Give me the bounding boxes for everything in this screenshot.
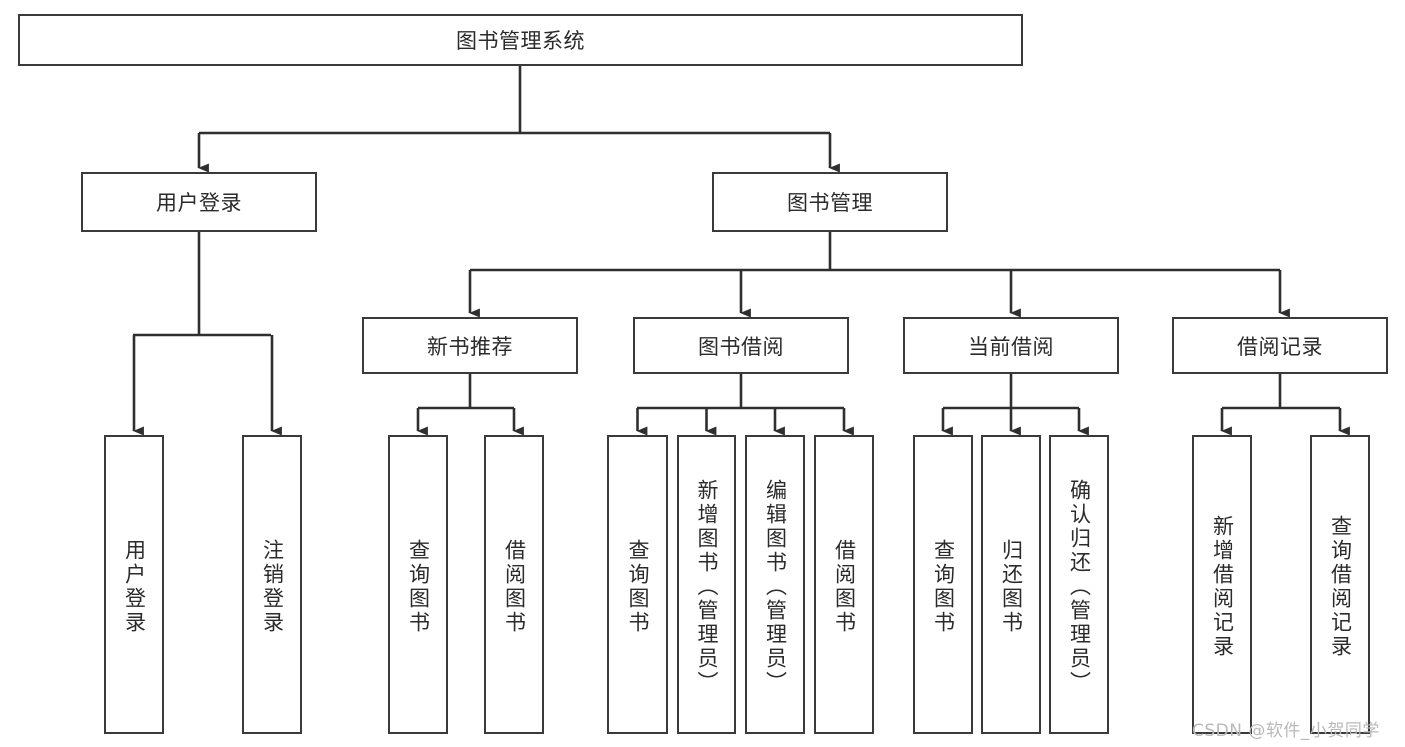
node-user-login: 用户登录 [81, 172, 317, 232]
node-borrow-record: 借阅记录 [1172, 317, 1388, 374]
node-new-book-recommend: 新书推荐 [362, 317, 578, 374]
node-leaf-query-book-1: 查询图书 [388, 435, 448, 734]
node-current-borrow: 当前借阅 [903, 317, 1119, 374]
node-label: 当前借阅 [968, 334, 1054, 359]
node-leaf-add-record: 新增借阅记录 [1192, 435, 1252, 734]
node-label: 借阅记录 [1237, 334, 1323, 359]
node-leaf-edit-book: 编辑图书（管理员） [745, 435, 805, 734]
node-label: 借阅图书 [502, 538, 527, 635]
node-label: 注销登录 [260, 538, 285, 635]
node-label: 查询图书 [626, 538, 650, 635]
node-label: 新增图书（管理员） [695, 478, 719, 695]
node-label: 查询借阅记录 [1328, 514, 1353, 659]
node-label: 用户登录 [156, 191, 242, 215]
node-label: 查询图书 [931, 538, 956, 635]
node-book-borrow: 图书借阅 [633, 317, 849, 374]
node-root: 图书管理系统 [18, 14, 1023, 66]
node-leaf-borrow-book-2: 借阅图书 [814, 435, 874, 734]
node-leaf-logout: 注销登录 [242, 435, 302, 734]
node-leaf-borrow-book-1: 借阅图书 [484, 435, 544, 734]
node-leaf-confirm-return: 确认归还（管理员） [1049, 435, 1109, 734]
node-label: 归还图书 [999, 538, 1024, 635]
node-label: 借阅图书 [832, 538, 857, 635]
node-leaf-return-book: 归还图书 [981, 435, 1041, 734]
node-label: 图书管理 [787, 191, 873, 215]
node-leaf-user-login: 用户登录 [104, 435, 164, 734]
node-label: 编辑图书（管理员） [763, 478, 788, 695]
node-leaf-query-book-3: 查询图书 [913, 435, 973, 734]
node-label: 确认归还（管理员） [1067, 478, 1092, 695]
node-leaf-query-book-2: 查询图书 [607, 435, 668, 734]
node-label: 用户登录 [122, 538, 147, 635]
node-label: 图书管理系统 [456, 29, 585, 53]
node-label: 新增借阅记录 [1210, 514, 1235, 659]
node-book-management: 图书管理 [712, 172, 948, 232]
csdn-watermark: CSDN @软件_小贺同学 [1192, 721, 1380, 741]
node-leaf-add-book: 新增图书（管理员） [677, 435, 736, 734]
node-label: 图书借阅 [698, 334, 784, 359]
node-leaf-query-record: 查询借阅记录 [1310, 435, 1370, 734]
node-label: 查询图书 [406, 538, 431, 635]
node-label: 新书推荐 [427, 334, 513, 359]
